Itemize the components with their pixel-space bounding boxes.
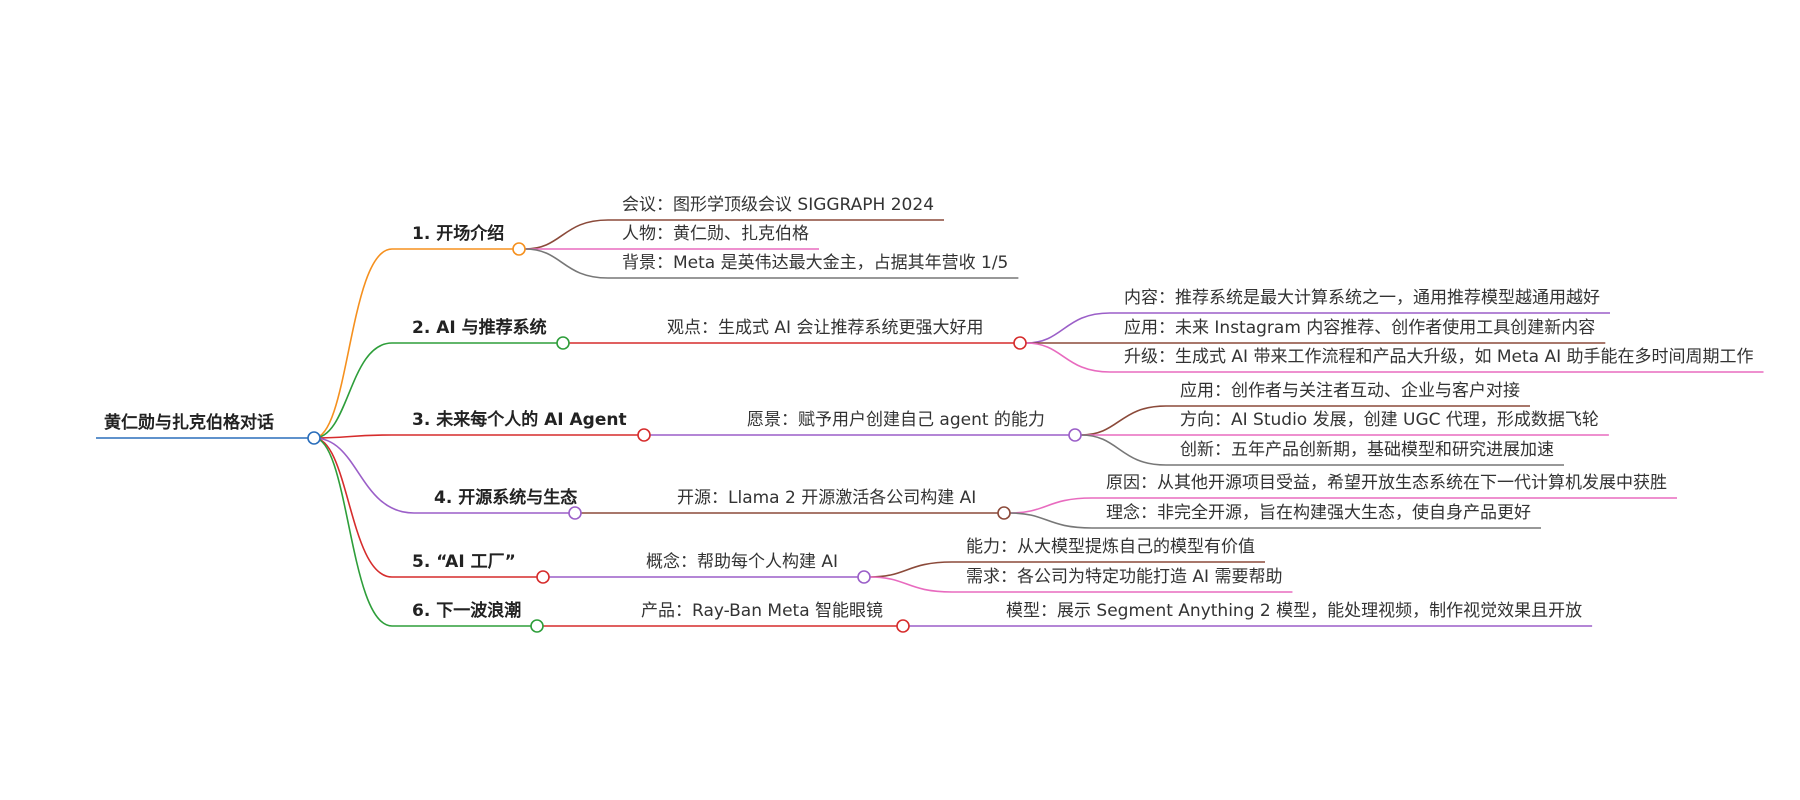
node-open-source[interactable]: 开源：Llama 2 开源激活各公司构建 AI <box>677 488 976 508</box>
branch-next-wave[interactable]: 6. 下一波浪潮 <box>412 600 521 621</box>
leaf-application[interactable]: 应用：未来 Instagram 内容推荐、创作者使用工具创建新内容 <box>1124 317 1595 338</box>
leaf-people[interactable]: 人物：黄仁勋、扎克伯格 <box>622 224 809 244</box>
toggle-b4[interactable] <box>536 570 550 584</box>
connector-b1c0g0 <box>1025 312 1111 344</box>
connector-lines <box>313 219 1167 627</box>
connector-root-b1 <box>313 342 393 439</box>
connector-b4c0g0 <box>869 561 953 578</box>
toggle-b3c0[interactable] <box>997 506 1011 520</box>
branch-open-source[interactable]: 4. 开源系统与生态 <box>434 487 577 508</box>
expand-toggles[interactable] <box>307 242 1082 633</box>
leaf-background[interactable]: 背景：Meta 是英伟达最大金主，占据其年营收 1/5 <box>622 253 1008 273</box>
leaf-demand[interactable]: 需求：各公司为特定功能打造 AI 需要帮助 <box>966 567 1282 587</box>
node-vision[interactable]: 愿景：赋予用户创建自己 agent 的能力 <box>747 410 1045 430</box>
connector-b2c0g2 <box>1080 434 1167 466</box>
root-topic[interactable]: 黄仁勋与扎克伯格对话 <box>104 412 274 433</box>
leaf-agent-application[interactable]: 应用：创作者与关注者互动、企业与客户对接 <box>1180 381 1520 401</box>
leaf-upgrade[interactable]: 升级：生成式 AI 带来工作流程和产品大升级，如 Meta AI 助手能在多时间… <box>1124 347 1754 367</box>
node-labels: 黄仁勋与扎克伯格对话 1. 开场介绍 2. AI 与推荐系统 3. 未来每个人的… <box>104 195 1754 621</box>
leaf-capability[interactable]: 能力：从大模型提炼自己的模型有价值 <box>966 537 1255 557</box>
leaf-philosophy[interactable]: 理念：非完全开源，旨在构建强大生态，使自身产品更好 <box>1106 502 1531 523</box>
toggle-b5c0[interactable] <box>896 619 910 633</box>
node-concept[interactable]: 概念：帮助每个人构建 AI <box>646 551 838 572</box>
connector-root-b4 <box>313 437 393 578</box>
toggle-b2[interactable] <box>637 428 651 442</box>
toggle-b3[interactable] <box>568 506 582 520</box>
toggle-b5[interactable] <box>530 619 544 633</box>
leaf-content[interactable]: 内容：推荐系统是最大计算系统之一，通用推荐模型越通用越好 <box>1124 288 1600 308</box>
leaf-innovation[interactable]: 创新：五年产品创新期，基础模型和研究进展加速 <box>1180 440 1554 460</box>
toggle-b0[interactable] <box>512 242 526 256</box>
branch-ai-recommendation[interactable]: 2. AI 与推荐系统 <box>412 317 547 338</box>
leaf-conference[interactable]: 会议：图形学顶级会议 SIGGRAPH 2024 <box>622 195 934 215</box>
branch-opening[interactable]: 1. 开场介绍 <box>412 223 504 244</box>
node-viewpoint[interactable]: 观点：生成式 AI 会让推荐系统更强大好用 <box>667 318 983 338</box>
leaf-model[interactable]: 模型：展示 Segment Anything 2 模型，能处理视频，制作视觉效果… <box>1006 601 1582 621</box>
toggle-b1[interactable] <box>556 336 570 350</box>
connector-b0c0 <box>524 219 609 250</box>
connector-b3c0g1 <box>1009 512 1093 529</box>
node-product[interactable]: 产品：Ray-Ban Meta 智能眼镜 <box>641 601 883 621</box>
toggle-b1c0[interactable] <box>1013 336 1027 350</box>
connector-b4c0g1 <box>869 576 953 593</box>
connector-root-b3 <box>313 437 415 514</box>
connector-b3c0g0 <box>1009 497 1093 514</box>
connector-b1c0g2 <box>1025 342 1111 373</box>
connector-root-b0 <box>313 248 393 439</box>
branch-ai-agent[interactable]: 3. 未来每个人的 AI Agent <box>412 409 627 430</box>
connector-b2c0g0 <box>1080 405 1167 436</box>
connector-root-b2 <box>313 434 393 439</box>
branch-ai-factory[interactable]: 5. “AI 工厂” <box>412 552 516 572</box>
leaf-reason[interactable]: 原因：从其他开源项目受益，希望开放生态系统在下一代计算机发展中获胜 <box>1106 473 1667 493</box>
connector-root-b5 <box>313 437 393 627</box>
toggle-b4c0[interactable] <box>857 570 871 584</box>
node-underlines <box>96 219 1764 627</box>
leaf-direction[interactable]: 方向：AI Studio 发展，创建 UGC 代理，形成数据飞轮 <box>1180 410 1599 430</box>
connector-b0c2 <box>524 248 609 279</box>
toggle-b2c0[interactable] <box>1068 428 1082 442</box>
root-toggle[interactable] <box>307 431 321 445</box>
